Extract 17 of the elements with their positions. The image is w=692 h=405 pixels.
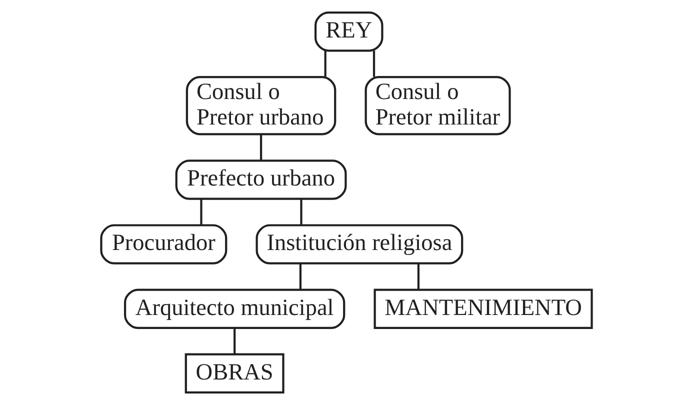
node-box: Institución religiosa xyxy=(255,224,463,264)
connector xyxy=(324,50,326,77)
connector xyxy=(233,328,236,354)
node-box: MANTENIMIENTO xyxy=(373,288,592,329)
node-box: Prefecto urbano xyxy=(174,160,346,200)
connector xyxy=(416,264,420,290)
connector xyxy=(200,199,202,225)
node-box: Arquitecto municipal xyxy=(123,288,345,329)
node-box: OBRAS xyxy=(184,353,284,394)
connector xyxy=(300,199,302,225)
connector xyxy=(259,134,262,161)
node-box: Procurador xyxy=(100,224,227,264)
connector xyxy=(372,50,375,77)
node-box: REY xyxy=(314,11,383,52)
node-box: Consul o Pretor urbano xyxy=(185,76,336,136)
connector xyxy=(298,264,302,290)
node-box: Consul o Pretor militar xyxy=(364,76,510,136)
